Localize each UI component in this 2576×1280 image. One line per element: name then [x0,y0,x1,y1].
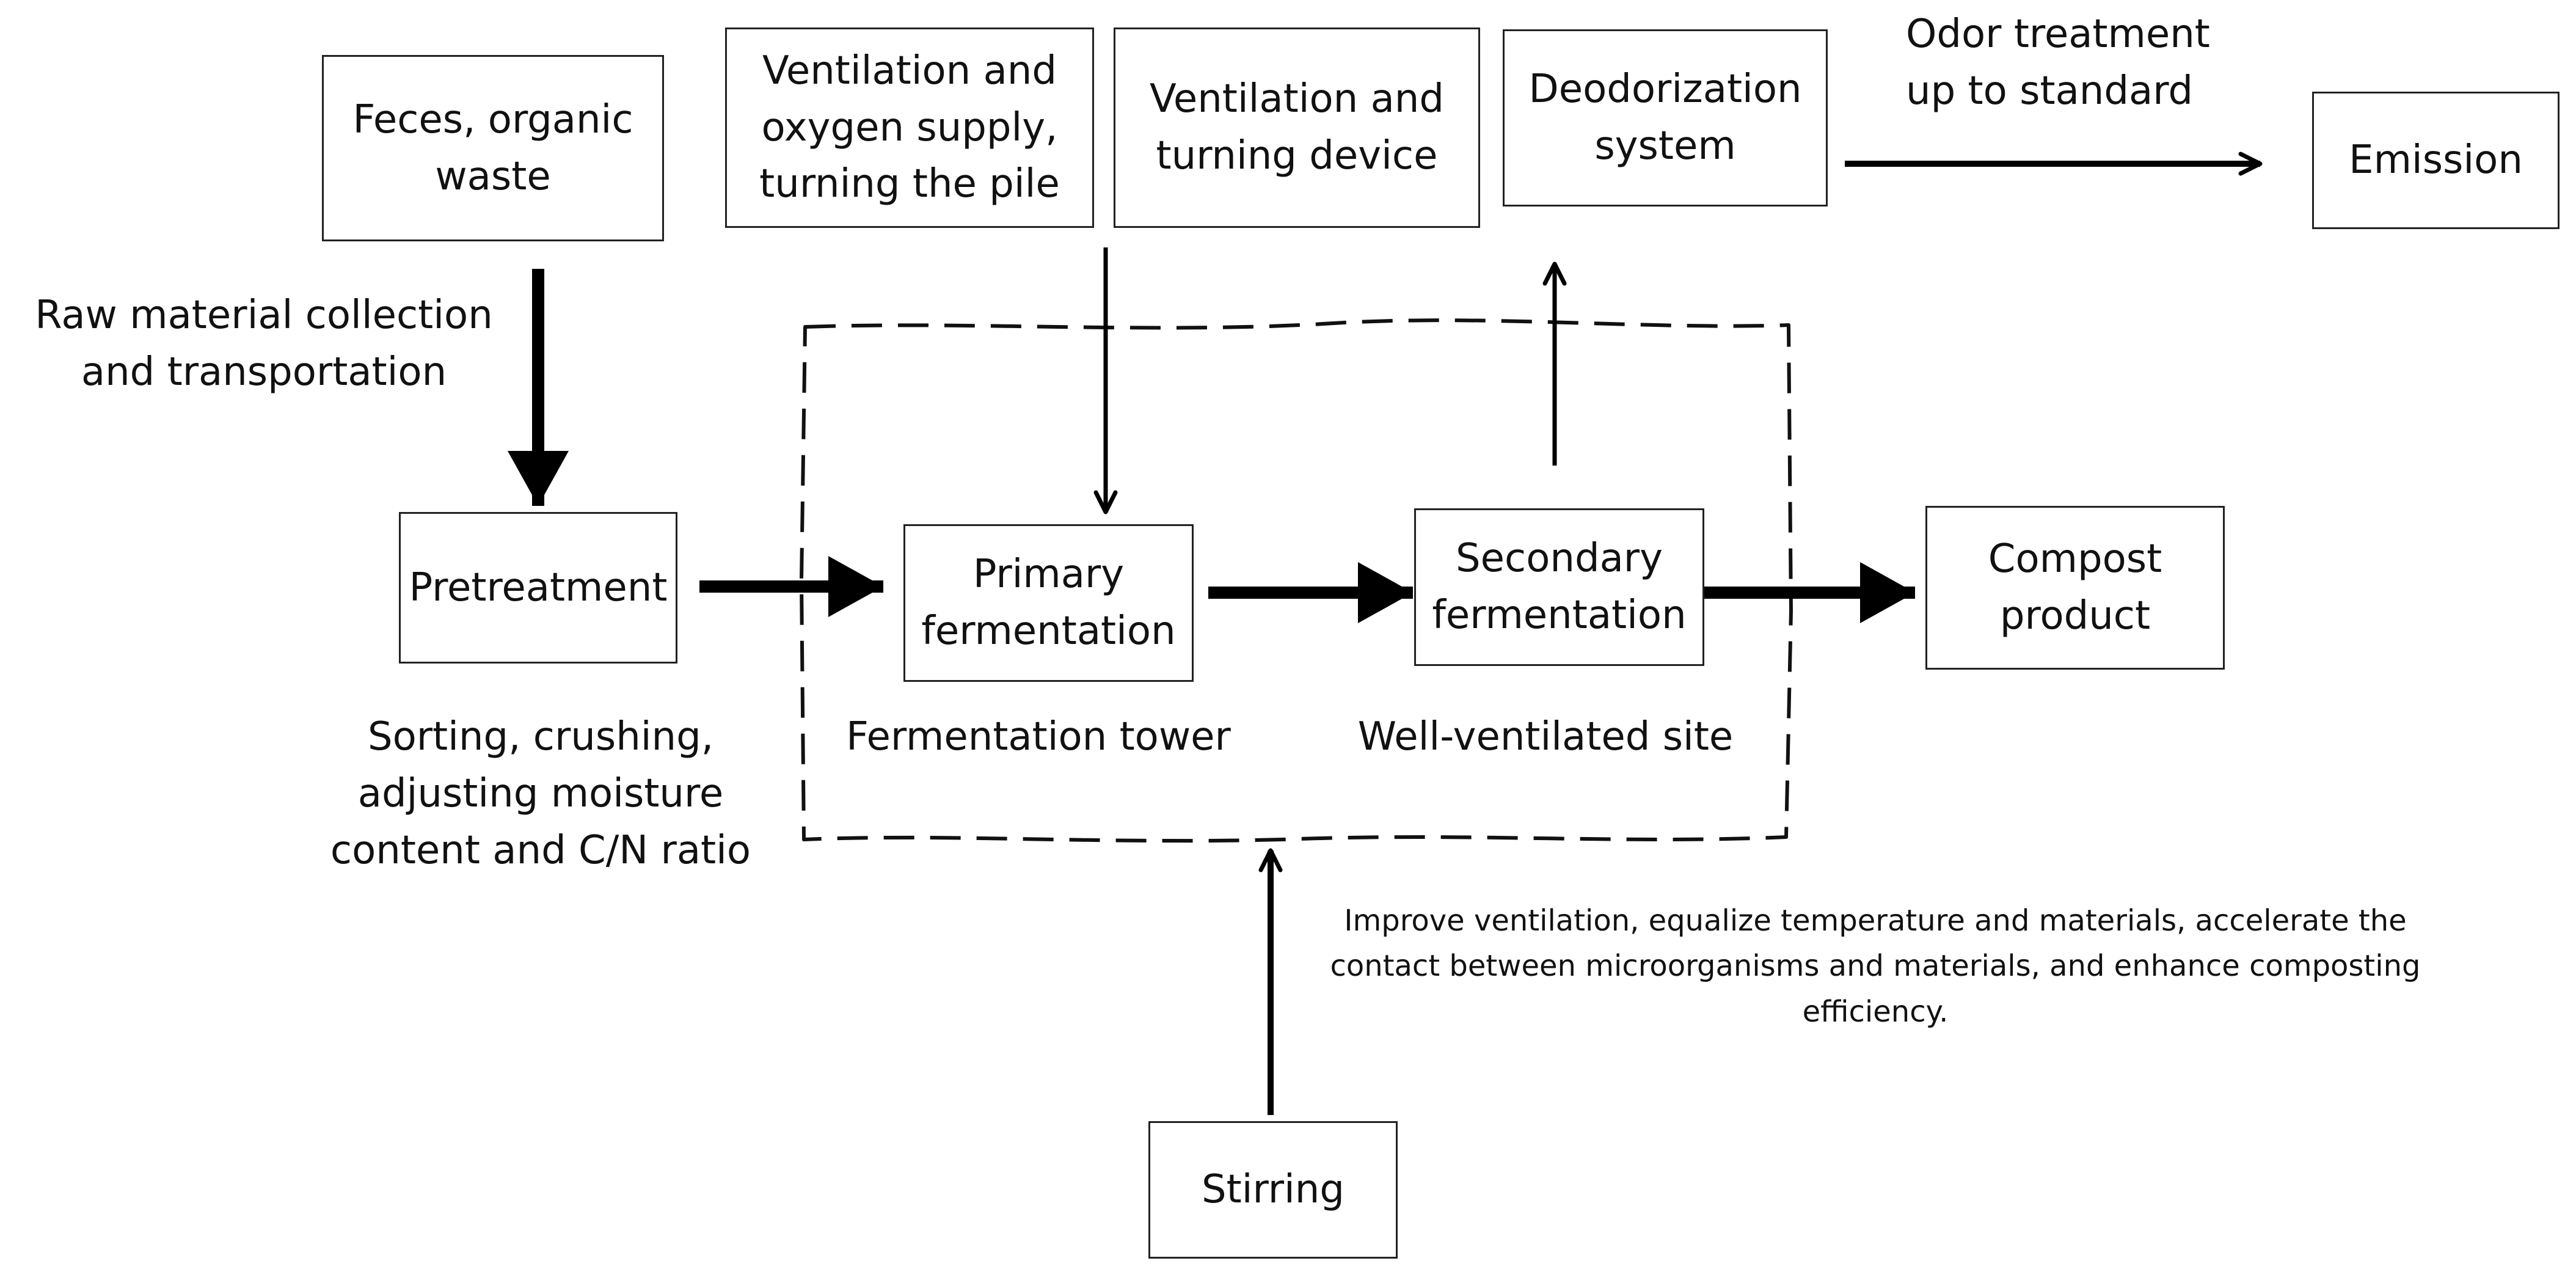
pretreatment-text: Pretreatment [409,565,668,610]
deodorization-system-text: Deodorization system [1528,67,1802,169]
well-ventilated-site-label: Well-ventilated site [1357,714,1734,759]
compost-product-box: Compost product [1925,506,2225,670]
primary-fermentation-text: Primary fermentation [921,552,1176,654]
fermentation-zone-dashed-boundary [800,318,1793,843]
secondary-fermentation-box: Secondary fermentation [1414,508,1704,666]
stirring-note-label: Improve ventilation, equalize temperatur… [1330,904,2421,1029]
sorting-crushing-label: Sorting, crushing, adjusting moisture co… [330,714,751,873]
secondary-fermentation-text: Secondary fermentation [1432,536,1687,638]
emission-text: Emission [2349,137,2523,183]
pretreatment-box: Pretreatment [399,512,677,664]
stirring-text: Stirring [1202,1167,1345,1213]
odor-treatment-label: Odor treatment up to standard [1906,12,2210,114]
compost-product-text: Compost product [1988,536,2162,638]
stirring-box: Stirring [1148,1121,1398,1259]
emission-box: Emission [2312,92,2560,229]
ventilation-oxygen-supply-box: Ventilation and oxygen supply, turning t… [725,27,1094,228]
ventilation-turning-device-box: Ventilation and turning device [1114,27,1480,228]
deodorization-system-box: Deodorization system [1503,29,1828,207]
primary-fermentation-box: Primary fermentation [903,524,1194,682]
fermentation-tower-label: Fermentation tower [846,714,1231,759]
feces-organic-waste-text: Feces, organic waste [352,97,633,199]
ventilation-turning-device-text: Ventilation and turning device [1150,76,1444,178]
ventilation-oxygen-supply-text: Ventilation and oxygen supply, turning t… [759,48,1060,207]
feces-organic-waste-box: Feces, organic waste [322,55,664,241]
raw-material-label: Raw material collection and transportati… [35,293,493,395]
